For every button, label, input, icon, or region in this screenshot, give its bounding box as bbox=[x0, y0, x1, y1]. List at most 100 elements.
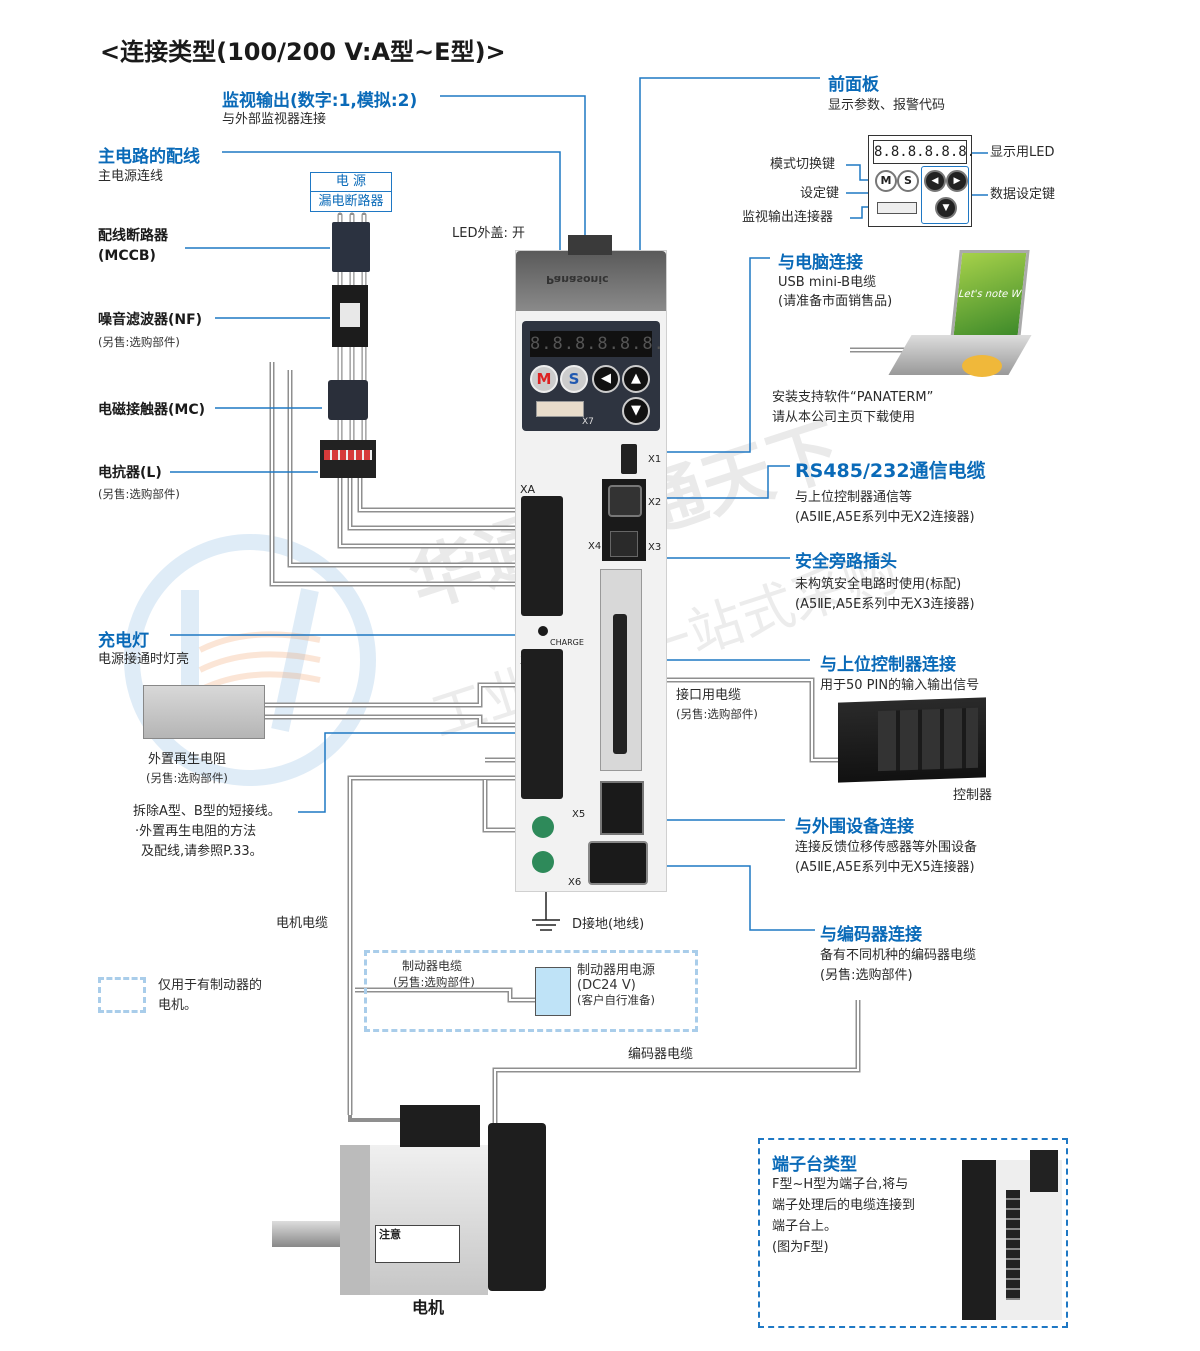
x5-port[interactable] bbox=[600, 781, 644, 835]
cable-xa-1 bbox=[357, 475, 525, 513]
motor: 注意 bbox=[270, 1105, 550, 1295]
down-arrow-key[interactable]: ▼ bbox=[622, 397, 650, 425]
mccb-device bbox=[332, 222, 370, 272]
terminal-line-2: 端子处理后的电缆连接到 bbox=[772, 1198, 916, 1213]
terminal-driver-image bbox=[962, 1150, 1062, 1320]
panel-monitor-connector-label: 监视输出连接器 bbox=[742, 210, 834, 225]
power-source-label: 电 源 bbox=[311, 173, 391, 192]
panel-led-label: 显示用LED bbox=[990, 145, 1055, 160]
led-display: 8.8.8.8.8.8. bbox=[530, 331, 664, 357]
x7-monitor-connector[interactable] bbox=[536, 401, 584, 417]
panel-set-key-label: 设定键 bbox=[800, 186, 840, 201]
x6-label: X6 bbox=[568, 877, 582, 888]
encoder-cable-label: 编码器电缆 bbox=[628, 1047, 694, 1062]
ground-terminal-1 bbox=[532, 816, 554, 838]
leader-front-panel bbox=[639, 77, 820, 330]
peripheral-desc-1: 连接反馈位移传感器等外围设备 bbox=[795, 840, 978, 855]
encoder-heading: 与编码器连接 bbox=[820, 925, 922, 945]
charge-lamp-heading: 充电灯 bbox=[98, 631, 149, 651]
contactor-device bbox=[328, 380, 368, 420]
reactor-note: (另售:选购部件) bbox=[98, 487, 180, 501]
safety-desc-1: 未构筑安全电路时使用(标配) bbox=[795, 577, 962, 592]
panel-data-keys-label: 数据设定键 bbox=[990, 187, 1056, 202]
peripheral-desc-2: (A5ⅡE,A5E系列中无X5连接器) bbox=[795, 860, 975, 875]
safety-desc-2: (A5ⅡE,A5E系列中无X3连接器) bbox=[795, 597, 975, 612]
main-circuit-heading: 主电路的配线 bbox=[98, 147, 200, 167]
panaterm-line1: 安装支持软件“PANATERM” bbox=[772, 390, 934, 405]
ground-terminal-2 bbox=[532, 851, 554, 873]
panel-data-keys: ◀ ▶ ▼ bbox=[921, 166, 969, 224]
brake-psu-line3: (客户自行准备) bbox=[577, 993, 655, 1007]
xa-label: XA bbox=[520, 483, 536, 496]
motor-cable-label: 电机电缆 bbox=[276, 916, 329, 931]
cable-regen-2 bbox=[265, 714, 525, 728]
brake-psu-line1: 制动器用电源 bbox=[577, 963, 656, 978]
brake-legend-line1: 仅用于有制动器的 bbox=[158, 978, 263, 993]
x2-label: X2 bbox=[648, 497, 662, 508]
host-desc: 用于50 PIN的输入输出信号 bbox=[820, 678, 980, 693]
terminal-line-4: (图为F型) bbox=[772, 1240, 829, 1255]
mode-key[interactable]: M bbox=[530, 365, 558, 393]
x3-label: X3 bbox=[648, 542, 662, 553]
short-wire-note-3: 及配线,请参照P.33。 bbox=[141, 844, 263, 859]
brake-psu-line2: (DC24 V) bbox=[577, 978, 636, 993]
x1-label: X1 bbox=[648, 454, 662, 465]
controller-plc bbox=[838, 697, 986, 783]
reactor-device bbox=[320, 440, 376, 478]
left-arrow-key[interactable]: ◀ bbox=[592, 365, 620, 393]
laptop: Let's note W bbox=[888, 245, 1032, 395]
page-title: <连接类型(100/200 V:A型~E型)> bbox=[100, 38, 506, 66]
encoder-desc-2: (另售:选购部件) bbox=[820, 968, 913, 983]
leader-short-wire bbox=[298, 732, 545, 813]
rs485-heading: RS485/232通信电缆 bbox=[795, 460, 986, 482]
up-arrow-key[interactable]: ▲ bbox=[622, 365, 650, 393]
laptop-disc bbox=[962, 355, 1002, 377]
laptop-base bbox=[888, 335, 1032, 375]
panel-s-key: S bbox=[897, 170, 919, 192]
brake-area-box bbox=[364, 950, 698, 1032]
cable-xa-5 bbox=[269, 362, 525, 587]
set-key[interactable]: S bbox=[560, 365, 588, 393]
safety-heading: 安全旁路插头 bbox=[795, 552, 897, 572]
terminal-heading: 端子台类型 bbox=[772, 1155, 857, 1175]
nf-label: 噪音滤波器(NF) bbox=[98, 312, 203, 328]
motor-body bbox=[370, 1145, 488, 1295]
brake-psu-box bbox=[535, 967, 571, 1016]
panel-mode-key-label: 模式切换键 bbox=[770, 157, 836, 172]
brake-cable-note: (另售:选购部件) bbox=[393, 975, 475, 989]
cable-regen-1 bbox=[265, 682, 525, 708]
motor-connector bbox=[400, 1105, 480, 1147]
cable-motor-u bbox=[347, 742, 528, 1115]
front-panel-diagram: 8.8.8.8.8.8. M S ◀ ▶ ▼ bbox=[868, 135, 975, 227]
rs485-desc-2: (A5ⅡE,A5E系列中无X2连接器) bbox=[795, 510, 975, 525]
leader-pc bbox=[660, 257, 770, 453]
earth-leakage-breaker-label: 漏电断路器 bbox=[318, 194, 384, 209]
led-cover[interactable]: Panasonic bbox=[516, 251, 666, 311]
noise-filter-device bbox=[332, 285, 368, 347]
x1-usb-port[interactable] bbox=[621, 444, 637, 474]
x2-port[interactable] bbox=[608, 485, 642, 517]
x6-port[interactable] bbox=[588, 841, 648, 885]
front-panel: 8.8.8.8.8.8. M S ◀ ▲ ▼ X7 bbox=[522, 321, 664, 431]
interface-cable-label: 接口用电缆 bbox=[676, 688, 742, 703]
pc-heading: 与电脑连接 bbox=[778, 253, 863, 273]
panaterm-line2: 请从本公司主页下载使用 bbox=[772, 410, 916, 425]
x3-port[interactable] bbox=[610, 531, 638, 557]
short-wire-note-2: ·外置再生电阻的方法 bbox=[135, 824, 257, 839]
short-wire-note-1: 拆除A型、B型的短接线。 bbox=[133, 804, 281, 819]
led-cover-label: LED外盖: 开 bbox=[452, 226, 525, 241]
motor-shaft bbox=[272, 1221, 342, 1247]
pc-desc-2: (请准备市面销售品) bbox=[778, 294, 893, 309]
monitor-output-heading: 监视输出(数字:1,模拟:2) bbox=[222, 91, 418, 111]
terminal-line-3: 端子台上。 bbox=[772, 1219, 838, 1234]
xb-connector[interactable] bbox=[521, 649, 563, 799]
leader-rs485 bbox=[665, 465, 790, 499]
controller-label: 控制器 bbox=[953, 788, 993, 803]
mode-key-label: M bbox=[536, 370, 552, 388]
brake-cable-label: 制动器电缆 bbox=[402, 959, 463, 973]
nf-note: (另售:选购部件) bbox=[98, 335, 180, 349]
x4-connector[interactable] bbox=[600, 569, 642, 771]
regen-resistor-note: (另售:选购部件) bbox=[146, 771, 228, 785]
xa-connector[interactable] bbox=[521, 496, 563, 616]
interface-cable-note: (另售:选购部件) bbox=[676, 707, 758, 721]
